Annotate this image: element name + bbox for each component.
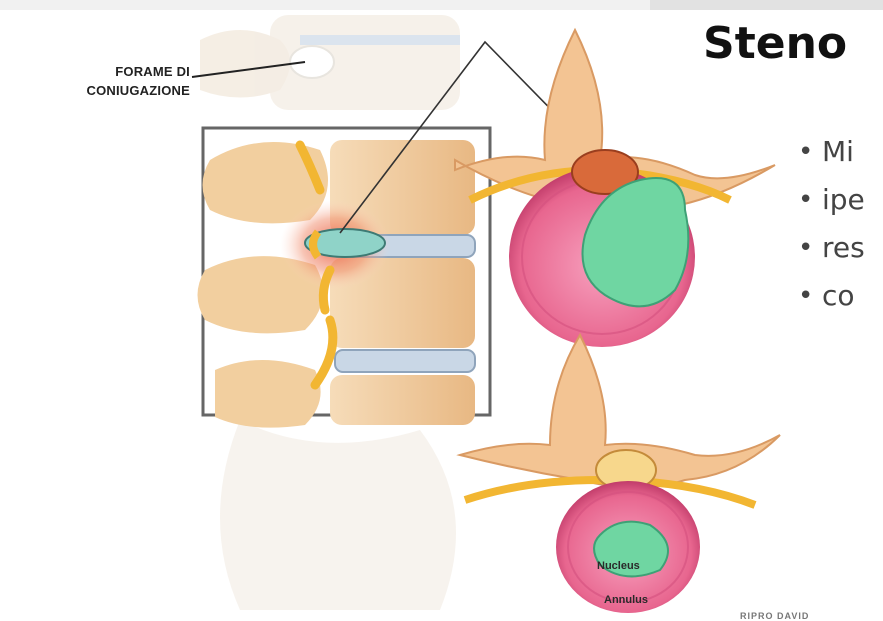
bullet-list: Mi ipe res co bbox=[798, 128, 865, 320]
label-forame: FORAME DI CONIUGAZIONE bbox=[0, 62, 190, 100]
cross-section-herniated bbox=[455, 30, 775, 347]
bullet-item: co bbox=[798, 272, 865, 320]
image-credit: RIPRO DAVID bbox=[740, 611, 809, 621]
label-forame-line1: FORAME DI bbox=[0, 62, 190, 81]
bullet-item: ipe bbox=[798, 176, 865, 224]
spine-upper-faded bbox=[200, 15, 460, 110]
bullet-item: res bbox=[798, 224, 865, 272]
label-annulus: Annulus bbox=[604, 594, 648, 606]
slide-title: Steno bbox=[703, 18, 847, 69]
lumbar-spine bbox=[198, 140, 476, 428]
bullet-item: Mi bbox=[798, 128, 865, 176]
label-nucleus: Nucleus bbox=[597, 560, 640, 572]
sacrum-faded bbox=[220, 420, 456, 610]
label-forame-line2: CONIUGAZIONE bbox=[0, 81, 190, 100]
